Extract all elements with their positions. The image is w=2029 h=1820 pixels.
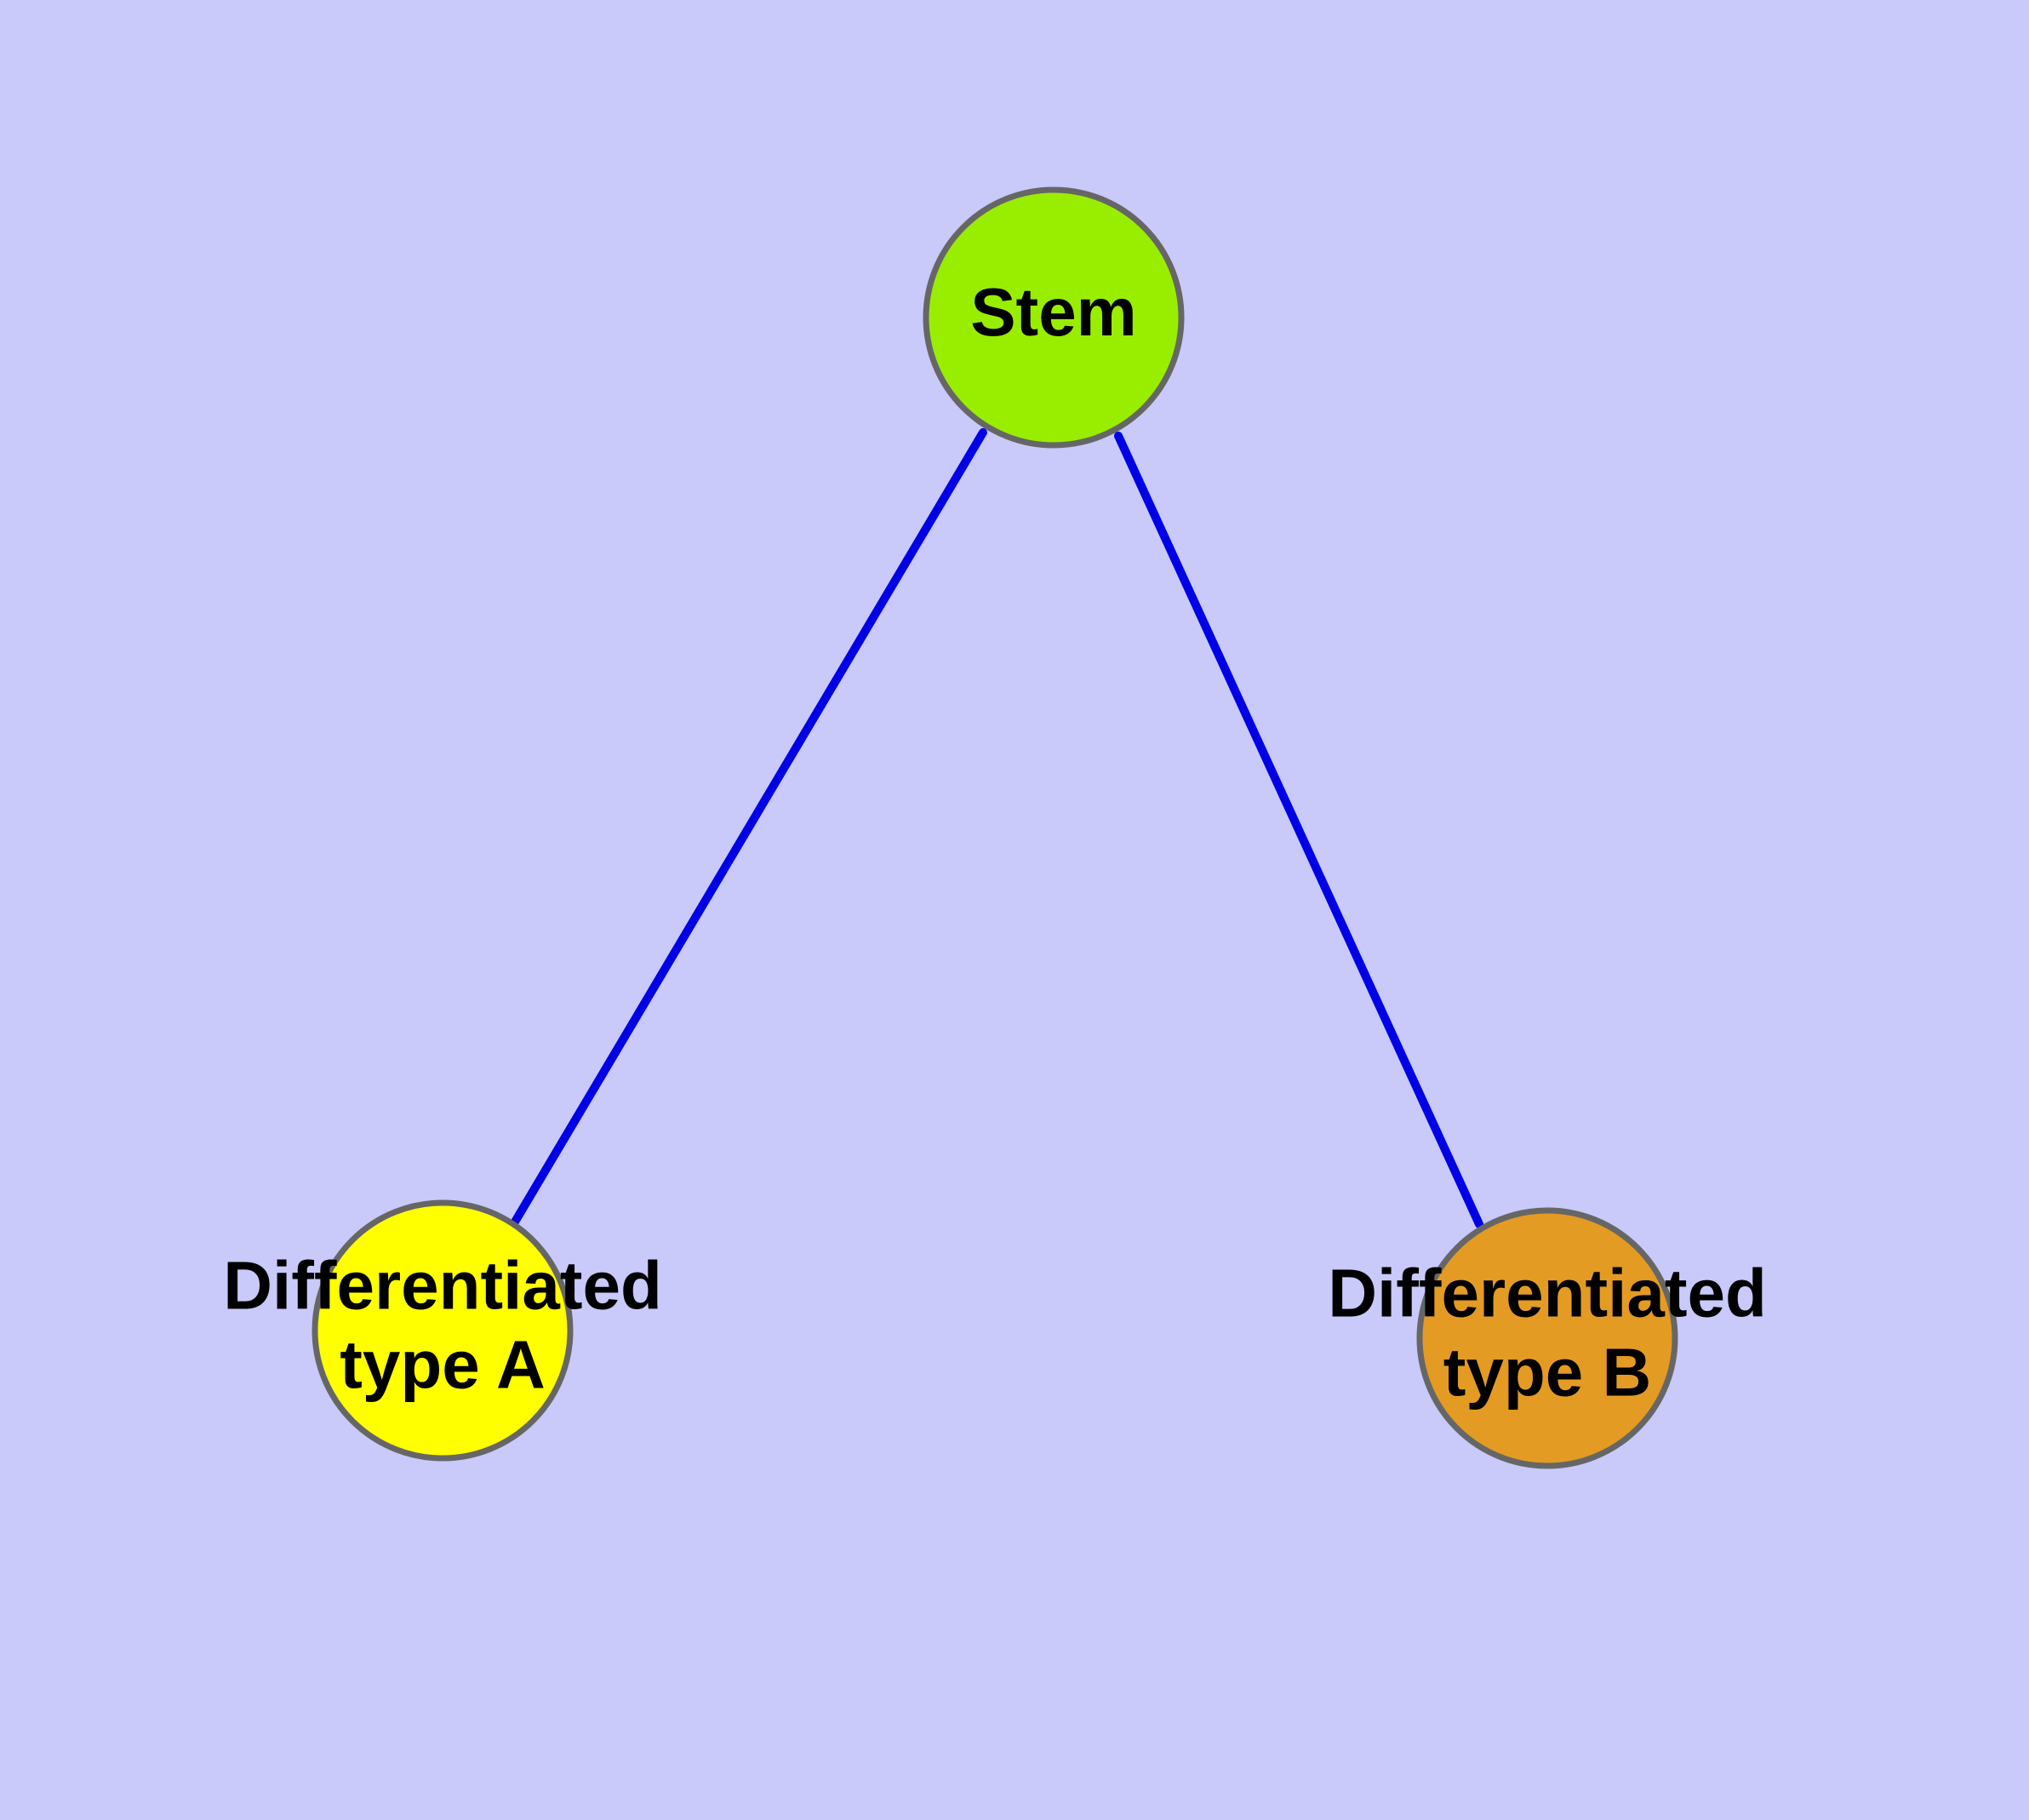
node-differentiated-type-a-circle[interactable] [311, 1199, 574, 1462]
node-stem-circle[interactable] [923, 186, 1185, 449]
edge-stem-to-differentiated-type-a[interactable] [510, 428, 987, 1228]
edge-stem-to-differentiated-type-b[interactable] [1114, 432, 1483, 1228]
edge-layer [510, 428, 1483, 1228]
node-differentiated-type-b-circle[interactable] [1416, 1207, 1678, 1469]
node-layer [311, 186, 1678, 1469]
node-stem-label: Stem [970, 274, 1137, 350]
